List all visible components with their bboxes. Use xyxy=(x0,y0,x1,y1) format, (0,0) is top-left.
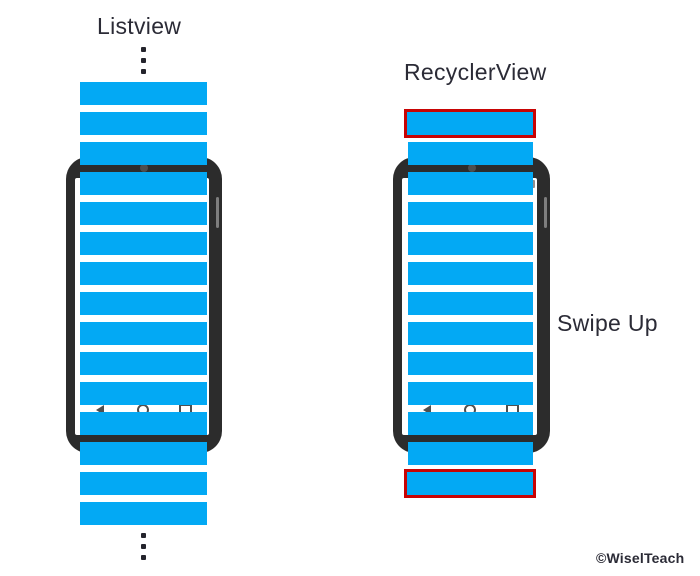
overflow-dot xyxy=(141,69,146,74)
listview-title: Listview xyxy=(97,13,182,39)
list-item-bar xyxy=(80,82,207,105)
camera-icon xyxy=(467,164,476,172)
list-item-bar xyxy=(408,412,533,435)
list-item-bar xyxy=(408,202,533,225)
list-item-bar xyxy=(80,472,207,495)
list-item-bar xyxy=(408,172,533,195)
list-item-bar xyxy=(80,502,207,525)
recyclerview-title: RecyclerView xyxy=(404,59,547,85)
list-item-bar xyxy=(80,322,207,345)
list-item-bar xyxy=(408,442,533,465)
overflow-dot xyxy=(141,58,146,63)
side-button-icon xyxy=(544,197,547,228)
list-item-bar xyxy=(80,292,207,315)
swipe-up-label: Swipe Up xyxy=(557,310,658,336)
list-item-bar xyxy=(80,232,207,255)
list-item-bar xyxy=(80,412,207,435)
list-item-bar xyxy=(408,322,533,345)
overflow-dot xyxy=(141,555,146,560)
list-item-bar xyxy=(80,172,207,195)
list-item-bar xyxy=(80,382,207,405)
list-item-bar xyxy=(80,202,207,225)
list-item-bar xyxy=(80,112,207,135)
list-item-bar xyxy=(408,382,533,405)
back-icon xyxy=(96,405,104,415)
recycled-item-bar xyxy=(404,109,536,138)
list-item-bar xyxy=(408,262,533,285)
camera-icon xyxy=(140,164,148,172)
side-button-icon xyxy=(216,197,219,228)
watermark: ©WiselTeach xyxy=(596,550,685,566)
list-item-bar xyxy=(408,142,533,165)
list-item-bar xyxy=(80,262,207,285)
list-item-bar xyxy=(80,442,207,465)
overflow-dot xyxy=(141,544,146,549)
back-icon xyxy=(423,405,431,415)
overflow-dot xyxy=(141,533,146,538)
list-item-bar xyxy=(80,142,207,165)
list-item-bar xyxy=(80,352,207,375)
list-item-bar xyxy=(408,292,533,315)
overflow-dot xyxy=(141,47,146,52)
list-item-bar xyxy=(408,352,533,375)
recycled-item-bar xyxy=(404,469,536,498)
list-item-bar xyxy=(408,232,533,255)
